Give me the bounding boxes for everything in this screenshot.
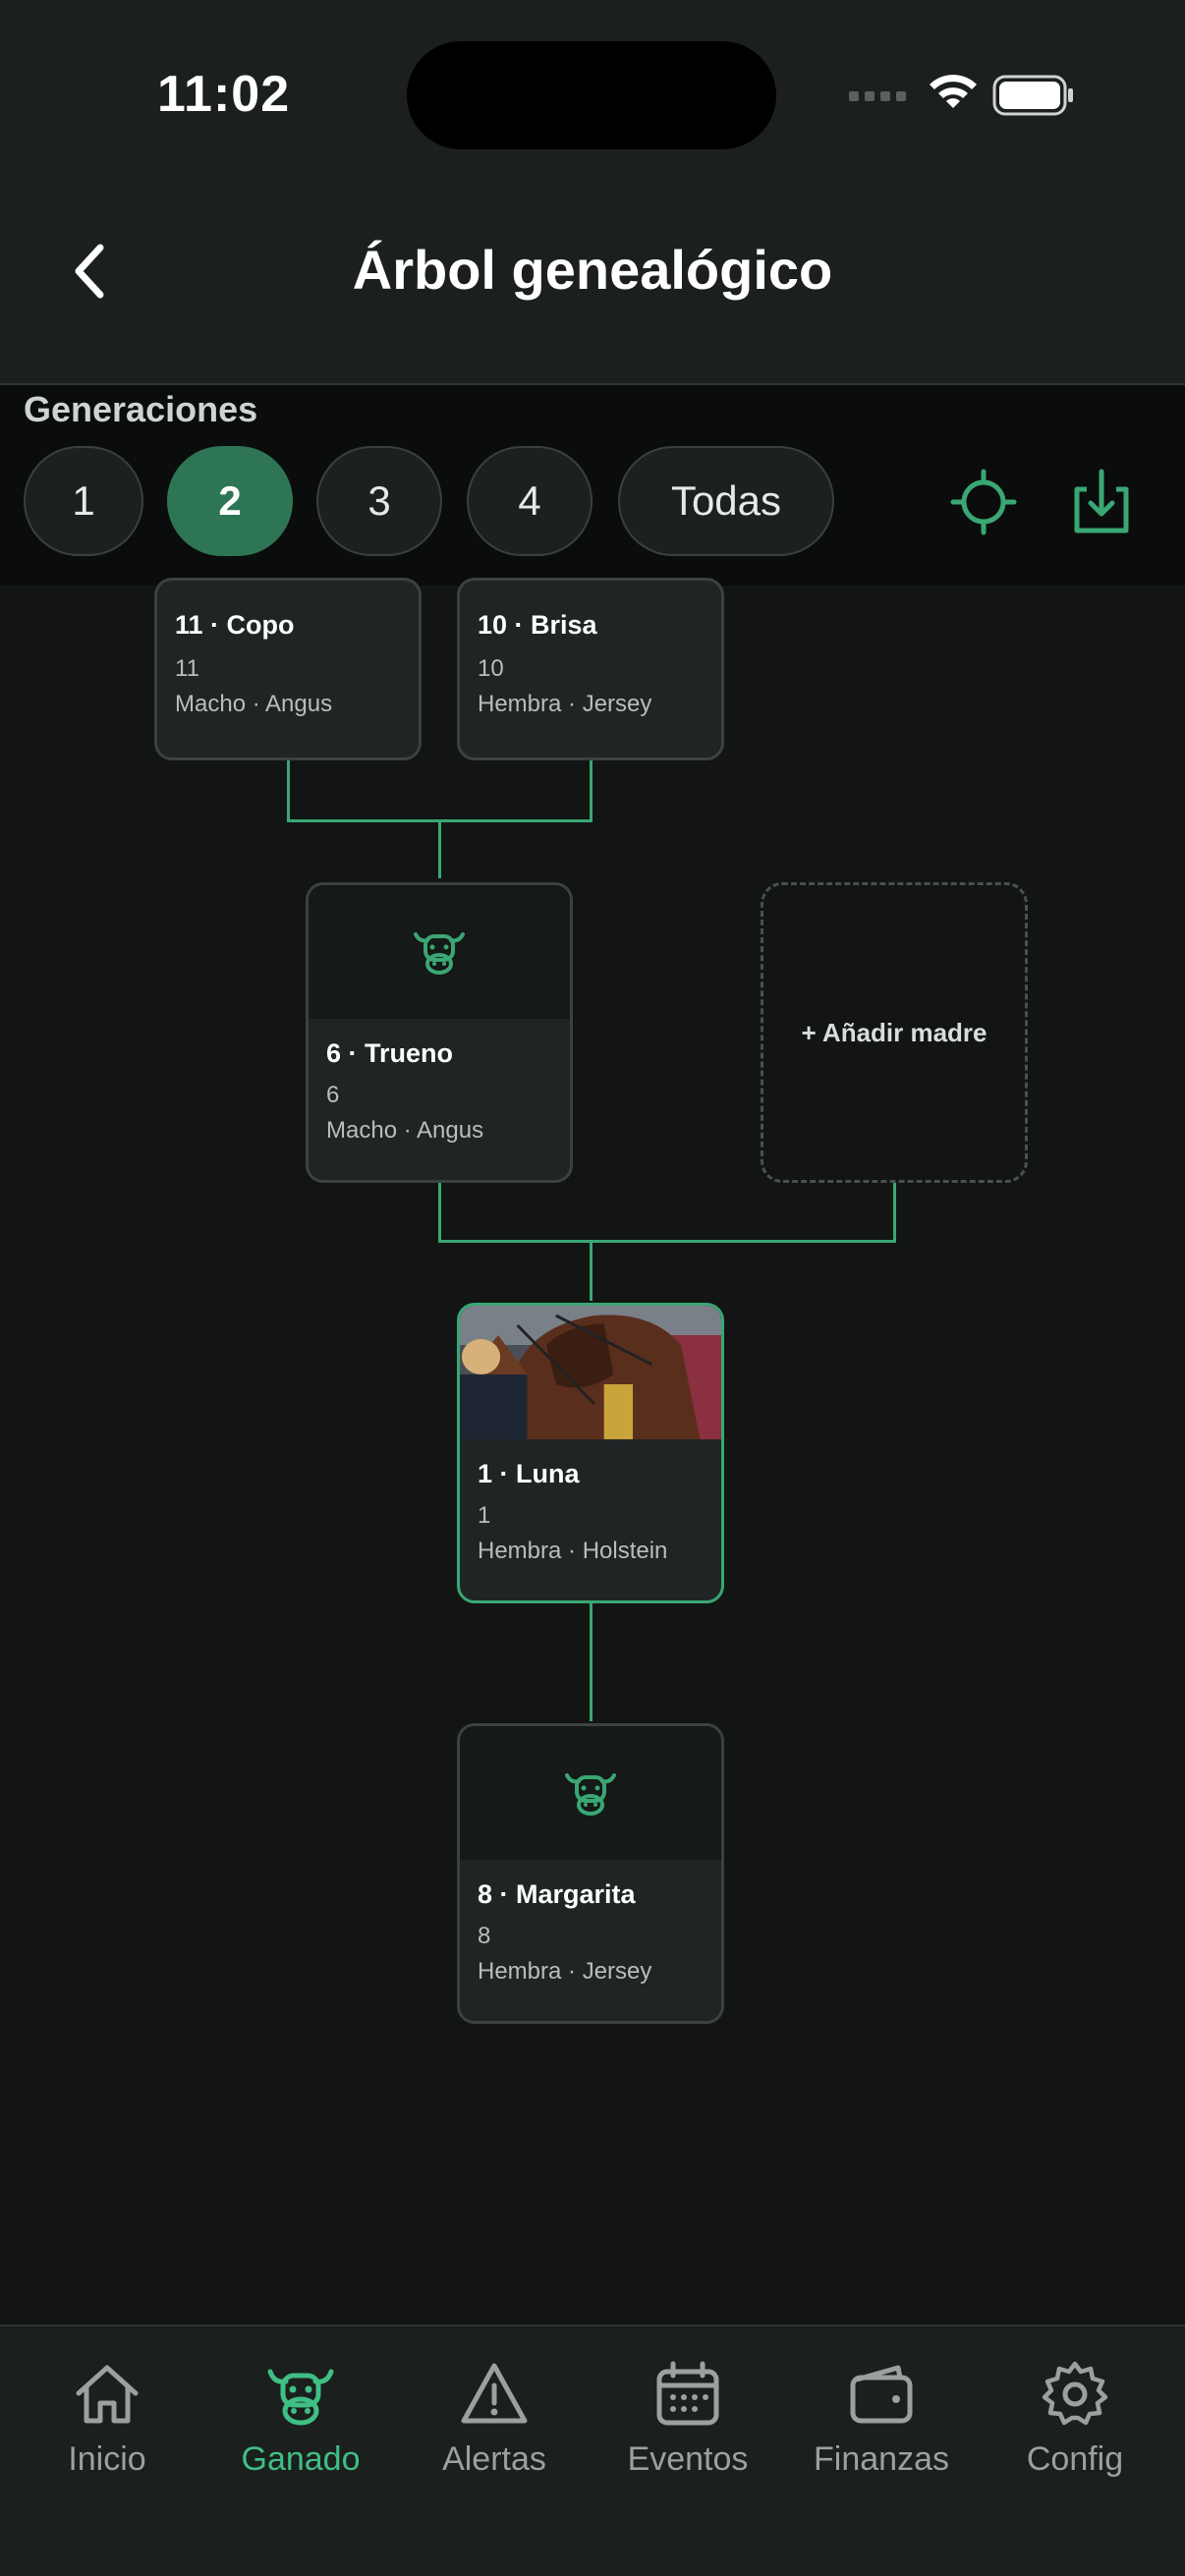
home-icon [76,2365,139,2424]
tab-ganado[interactable]: Ganado [207,2358,394,2495]
animal-photo [460,1306,721,1439]
tab-label: Finanzas [814,2440,949,2478]
animal-thumbnail [460,1726,721,1860]
generation-option-1[interactable]: 1 [24,446,143,556]
add-dam-button[interactable]: + Añadir madre [761,882,1028,1183]
battery-icon [992,75,1073,116]
connector-line [287,760,290,821]
connector-line [438,1240,896,1243]
connector-line [590,1240,592,1301]
animal-card-grandsire[interactable]: 11 · Copo 11 Macho · Angus [154,578,422,760]
tab-label: Inicio [68,2440,146,2478]
cellular-signal-icon [849,91,906,101]
connector-line [438,1183,441,1242]
animal-id: 1 [478,1502,491,1529]
tab-label: Config [1026,2440,1124,2478]
animal-thumbnail [309,885,570,1019]
cow-icon [414,932,465,975]
generation-option-4[interactable]: 4 [467,446,592,556]
animal-meta: Hembra · Jersey [478,1958,652,1985]
animal-meta: Macho · Angus [326,1117,484,1144]
warning-icon [461,2363,528,2424]
back-button[interactable] [59,232,122,310]
generation-option-2[interactable]: 2 [167,446,293,556]
animal-name: 10 · Brisa [478,610,597,640]
animal-meta: Hembra · Holstein [478,1538,668,1564]
tab-config[interactable]: Config [982,2358,1168,2495]
animal-name: 6 · Trueno [326,1038,454,1068]
connector-line [438,819,441,878]
animal-meta: Macho · Angus [175,691,333,717]
connector-line [893,1183,896,1242]
generations-panel: Generaciones 1 2 3 4 Todas [0,385,1185,586]
calendar-icon [656,2361,719,2426]
animal-id: 8 [478,1923,491,1949]
cow-icon [565,1773,616,1816]
dynamic-island [407,41,776,149]
animal-card-focus[interactable]: 1 · Luna 1 Hembra · Holstein [457,1303,724,1603]
crosshair-icon[interactable] [949,468,1018,536]
animal-meta: Hembra · Jersey [478,691,652,717]
header-divider [0,383,1185,385]
tab-alertas[interactable]: Alertas [401,2358,588,2495]
top-bar: 11:02 Árbol genealógico [0,0,1185,385]
chevron-left-icon [75,244,104,299]
animal-id: 6 [326,1082,340,1108]
cow-icon [267,2369,334,2426]
animal-id: 10 [478,655,504,682]
tab-finanzas[interactable]: Finanzas [788,2358,975,2495]
animal-card-sire[interactable]: 6 · Trueno 6 Macho · Angus [306,882,573,1183]
gear-icon [1042,2361,1108,2426]
generation-option-3[interactable]: 3 [316,446,442,556]
tab-bar: Inicio Ganado Alertas [0,2324,1185,2576]
status-time: 11:02 [157,66,291,123]
status-icons [849,75,1073,116]
wifi-icon [930,75,977,108]
tab-label: Alertas [442,2440,546,2478]
animal-id: 11 [175,655,199,682]
generation-option-all[interactable]: Todas [618,446,834,556]
animal-name: 8 · Margarita [478,1879,636,1909]
horse-photo [460,1306,721,1439]
generations-label: Generaciones [24,389,258,429]
connector-line [590,1603,592,1721]
pedigree-tree: 11 · Copo 11 Macho · Angus 10 · Brisa 10… [0,578,1185,2324]
tab-label: Eventos [627,2440,749,2478]
animal-card-granddam[interactable]: 10 · Brisa 10 Hembra · Jersey [457,578,724,760]
tab-inicio[interactable]: Inicio [14,2358,200,2495]
animal-name: 11 · Copo [175,610,295,640]
wallet-icon [850,2365,913,2424]
tab-eventos[interactable]: Eventos [594,2358,781,2495]
animal-name: 1 · Luna [478,1459,580,1488]
tab-label: Ganado [241,2440,361,2478]
download-icon[interactable] [1067,468,1136,536]
connector-line [590,760,592,821]
page-title: Árbol genealógico [352,239,833,301]
animal-card-offspring[interactable]: 8 · Margarita 8 Hembra · Jersey [457,1723,724,2024]
